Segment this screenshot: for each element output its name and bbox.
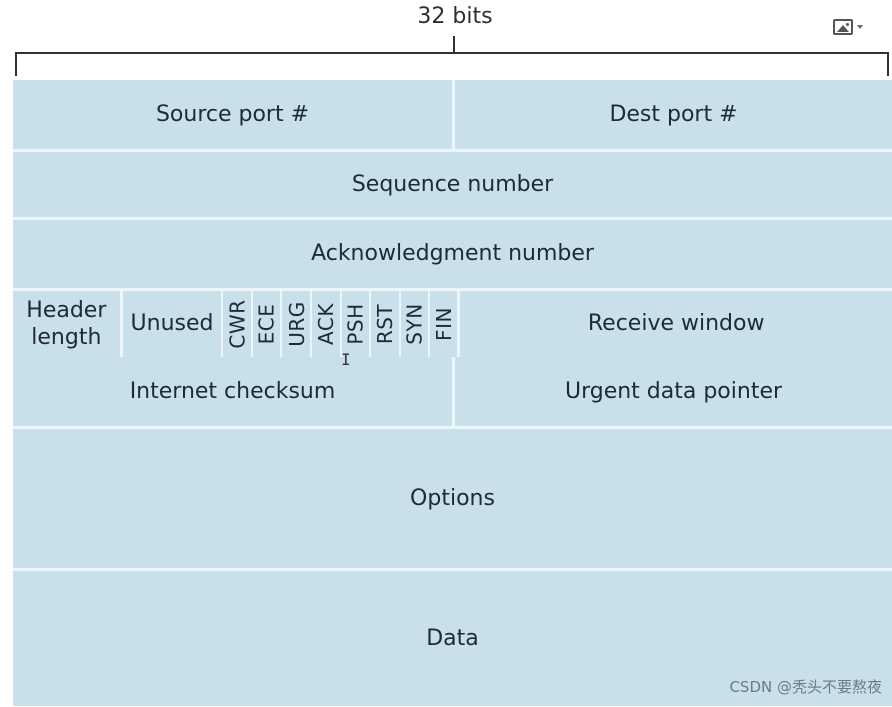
divider [457, 291, 461, 357]
field-ack-number-label: Acknowledgment number [311, 241, 594, 267]
bits-width-label: 32 bits [417, 4, 493, 29]
field-header-length-line1: Header [26, 297, 107, 323]
field-sequence-number: Sequence number [13, 152, 892, 217]
flag-ece-label: ECE [254, 303, 279, 345]
row-options: Options [13, 429, 892, 568]
bracket-center-tick [453, 36, 455, 53]
watermark: CSDN @秃头不要熬夜 [729, 678, 882, 696]
image-icon [833, 19, 853, 35]
field-source-port: Source port # [13, 80, 452, 149]
field-data-label: Data [426, 625, 479, 651]
field-urgent-pointer: Urgent data pointer [455, 357, 892, 426]
flag-urg: URG [282, 291, 310, 357]
row-ports: Source port # Dest port # [13, 80, 892, 149]
row-checksum: Internet checksum Urgent data pointer [13, 357, 892, 426]
divider [452, 357, 455, 426]
row-divider [13, 288, 892, 291]
flag-cwr-label: CWR [225, 299, 250, 349]
row-divider [13, 426, 892, 429]
flag-syn: SYN [401, 291, 428, 357]
flag-fin-label: FIN [431, 307, 456, 341]
flag-syn-label: SYN [402, 303, 427, 345]
row-sequence: Sequence number [13, 152, 892, 217]
flag-fin: FIN [430, 291, 457, 357]
row-divider [13, 217, 892, 220]
field-header-length-line2: length [31, 325, 102, 350]
field-sequence-number-label: Sequence number [351, 171, 554, 197]
flag-psh: PSH [342, 291, 369, 357]
divider [340, 291, 343, 357]
field-internet-checksum-label: Internet checksum [129, 378, 336, 404]
divider [310, 291, 313, 357]
field-dest-port-label: Dest port # [609, 101, 738, 127]
flag-ack-label: ACK [314, 303, 339, 345]
field-options-label: Options [410, 485, 495, 511]
field-source-port-label: Source port # [155, 101, 310, 127]
field-unused: Unused [123, 291, 222, 357]
tcp-segment-table: Source port # Dest port # Sequence numbe… [13, 80, 892, 706]
field-data: Data [13, 571, 892, 706]
image-menu-button[interactable] [833, 12, 873, 42]
row-flags: Header length Unused CWR ECE URG ACK PSH… [13, 291, 892, 357]
chevron-down-icon [857, 25, 863, 29]
divider [452, 80, 455, 149]
flag-ece: ECE [253, 291, 280, 357]
divider [280, 291, 283, 357]
divider [251, 291, 254, 357]
flag-cwr: CWR [223, 291, 251, 357]
field-urgent-pointer-label: Urgent data pointer [564, 378, 783, 404]
flag-rst-label: RST [373, 303, 398, 345]
divider [428, 291, 431, 357]
field-receive-window: Receive window [460, 291, 892, 357]
text-cursor-icon: I [341, 350, 351, 369]
row-data: Data [13, 571, 892, 706]
field-unused-label: Unused [130, 311, 214, 337]
row-divider [13, 149, 892, 152]
divider [399, 291, 402, 357]
row-divider [13, 568, 892, 571]
divider [221, 291, 224, 357]
flag-urg-label: URG [284, 301, 309, 347]
divider [369, 291, 372, 357]
divider [119, 291, 123, 357]
field-header-length: Header length [13, 291, 120, 357]
field-receive-window-label: Receive window [587, 311, 765, 337]
flag-ack: ACK [312, 291, 340, 357]
flag-psh-label: PSH [343, 303, 368, 345]
field-internet-checksum: Internet checksum [13, 357, 452, 426]
field-options: Options [13, 429, 892, 568]
width-bracket [15, 52, 889, 76]
flag-rst: RST [371, 291, 399, 357]
field-ack-number: Acknowledgment number [13, 220, 892, 288]
field-dest-port: Dest port # [455, 80, 892, 149]
row-ack: Acknowledgment number [13, 220, 892, 288]
